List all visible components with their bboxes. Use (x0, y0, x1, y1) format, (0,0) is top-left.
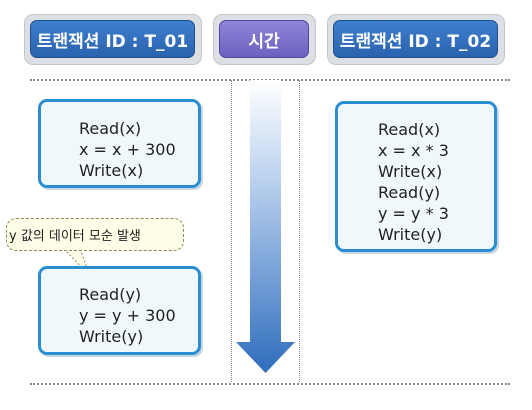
t1-op-write-y: Write(y) (79, 327, 144, 346)
time-arrow (236, 80, 295, 373)
t2-op-update-x: x = x * 3 (378, 141, 449, 160)
time-column-right-border (299, 80, 300, 382)
t1-op-read-y: Read(y) (79, 285, 142, 304)
t1-op-update-y: y = y + 300 (79, 306, 176, 325)
t2-op-write-y: Write(y) (378, 225, 443, 244)
bottom-divider (30, 383, 510, 385)
t2-op-read-x: Read(x) (378, 120, 441, 139)
time-column-left-border (231, 80, 232, 382)
t1-op-write-x: Write(x) (79, 161, 144, 180)
t1-header: 트랜잭션 ID : T_01 (30, 20, 195, 58)
t1-op-update-x: x = x + 300 (79, 140, 176, 159)
time-header: 시간 (219, 20, 309, 58)
t1-operation-box-2: Read(y) y = y + 300 Write(y) (38, 266, 201, 355)
t2-op-read-y: Read(y) (378, 183, 441, 202)
data-inconsistency-callout: y 값의 데이터 모순 발생 (6, 218, 184, 251)
t2-op-write-x: Write(x) (378, 162, 443, 181)
t2-header: 트랜잭션 ID : T_02 (333, 20, 498, 58)
t1-op-read-x: Read(x) (79, 119, 142, 138)
t2-operation-box: Read(x) x = x * 3 Write(x) Read(y) y = y… (335, 101, 497, 252)
t1-operation-box-1: Read(x) x = x + 300 Write(x) (38, 99, 201, 188)
t2-op-update-y: y = y * 3 (378, 204, 449, 223)
